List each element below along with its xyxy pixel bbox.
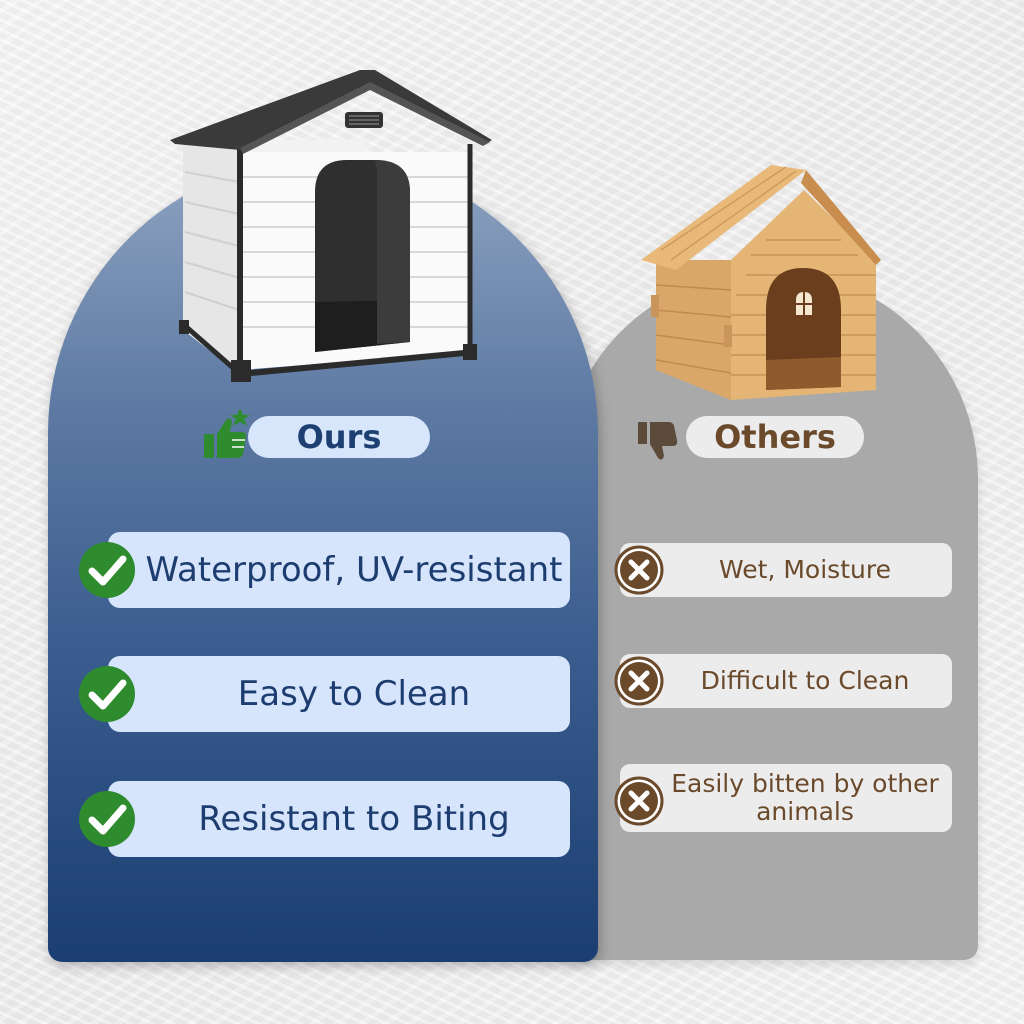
x-icon (614, 545, 664, 595)
wooden-dog-house-image (641, 165, 881, 400)
x-icon (614, 776, 664, 826)
others-feature-bitten: Easily bitten by other animals (620, 764, 952, 832)
ours-feature-waterproof: Waterproof, UV-resistant (108, 532, 570, 608)
others-label: Others (686, 416, 864, 458)
thumbs-up-icon (204, 408, 250, 458)
plastic-dog-house-image (170, 70, 492, 382)
x-icon (614, 656, 664, 706)
ours-feature-bite-resistant: Resistant to Biting (108, 781, 570, 857)
check-icon (79, 542, 135, 598)
check-icon (79, 791, 135, 847)
others-feature-hard-clean: Difficult to Clean (620, 654, 952, 708)
ours-feature-easy-clean: Easy to Clean (108, 656, 570, 732)
check-icon (79, 666, 135, 722)
thumbs-down-icon (638, 422, 678, 460)
ours-label: Ours (248, 416, 430, 458)
others-feature-moisture: Wet, Moisture (620, 543, 952, 597)
